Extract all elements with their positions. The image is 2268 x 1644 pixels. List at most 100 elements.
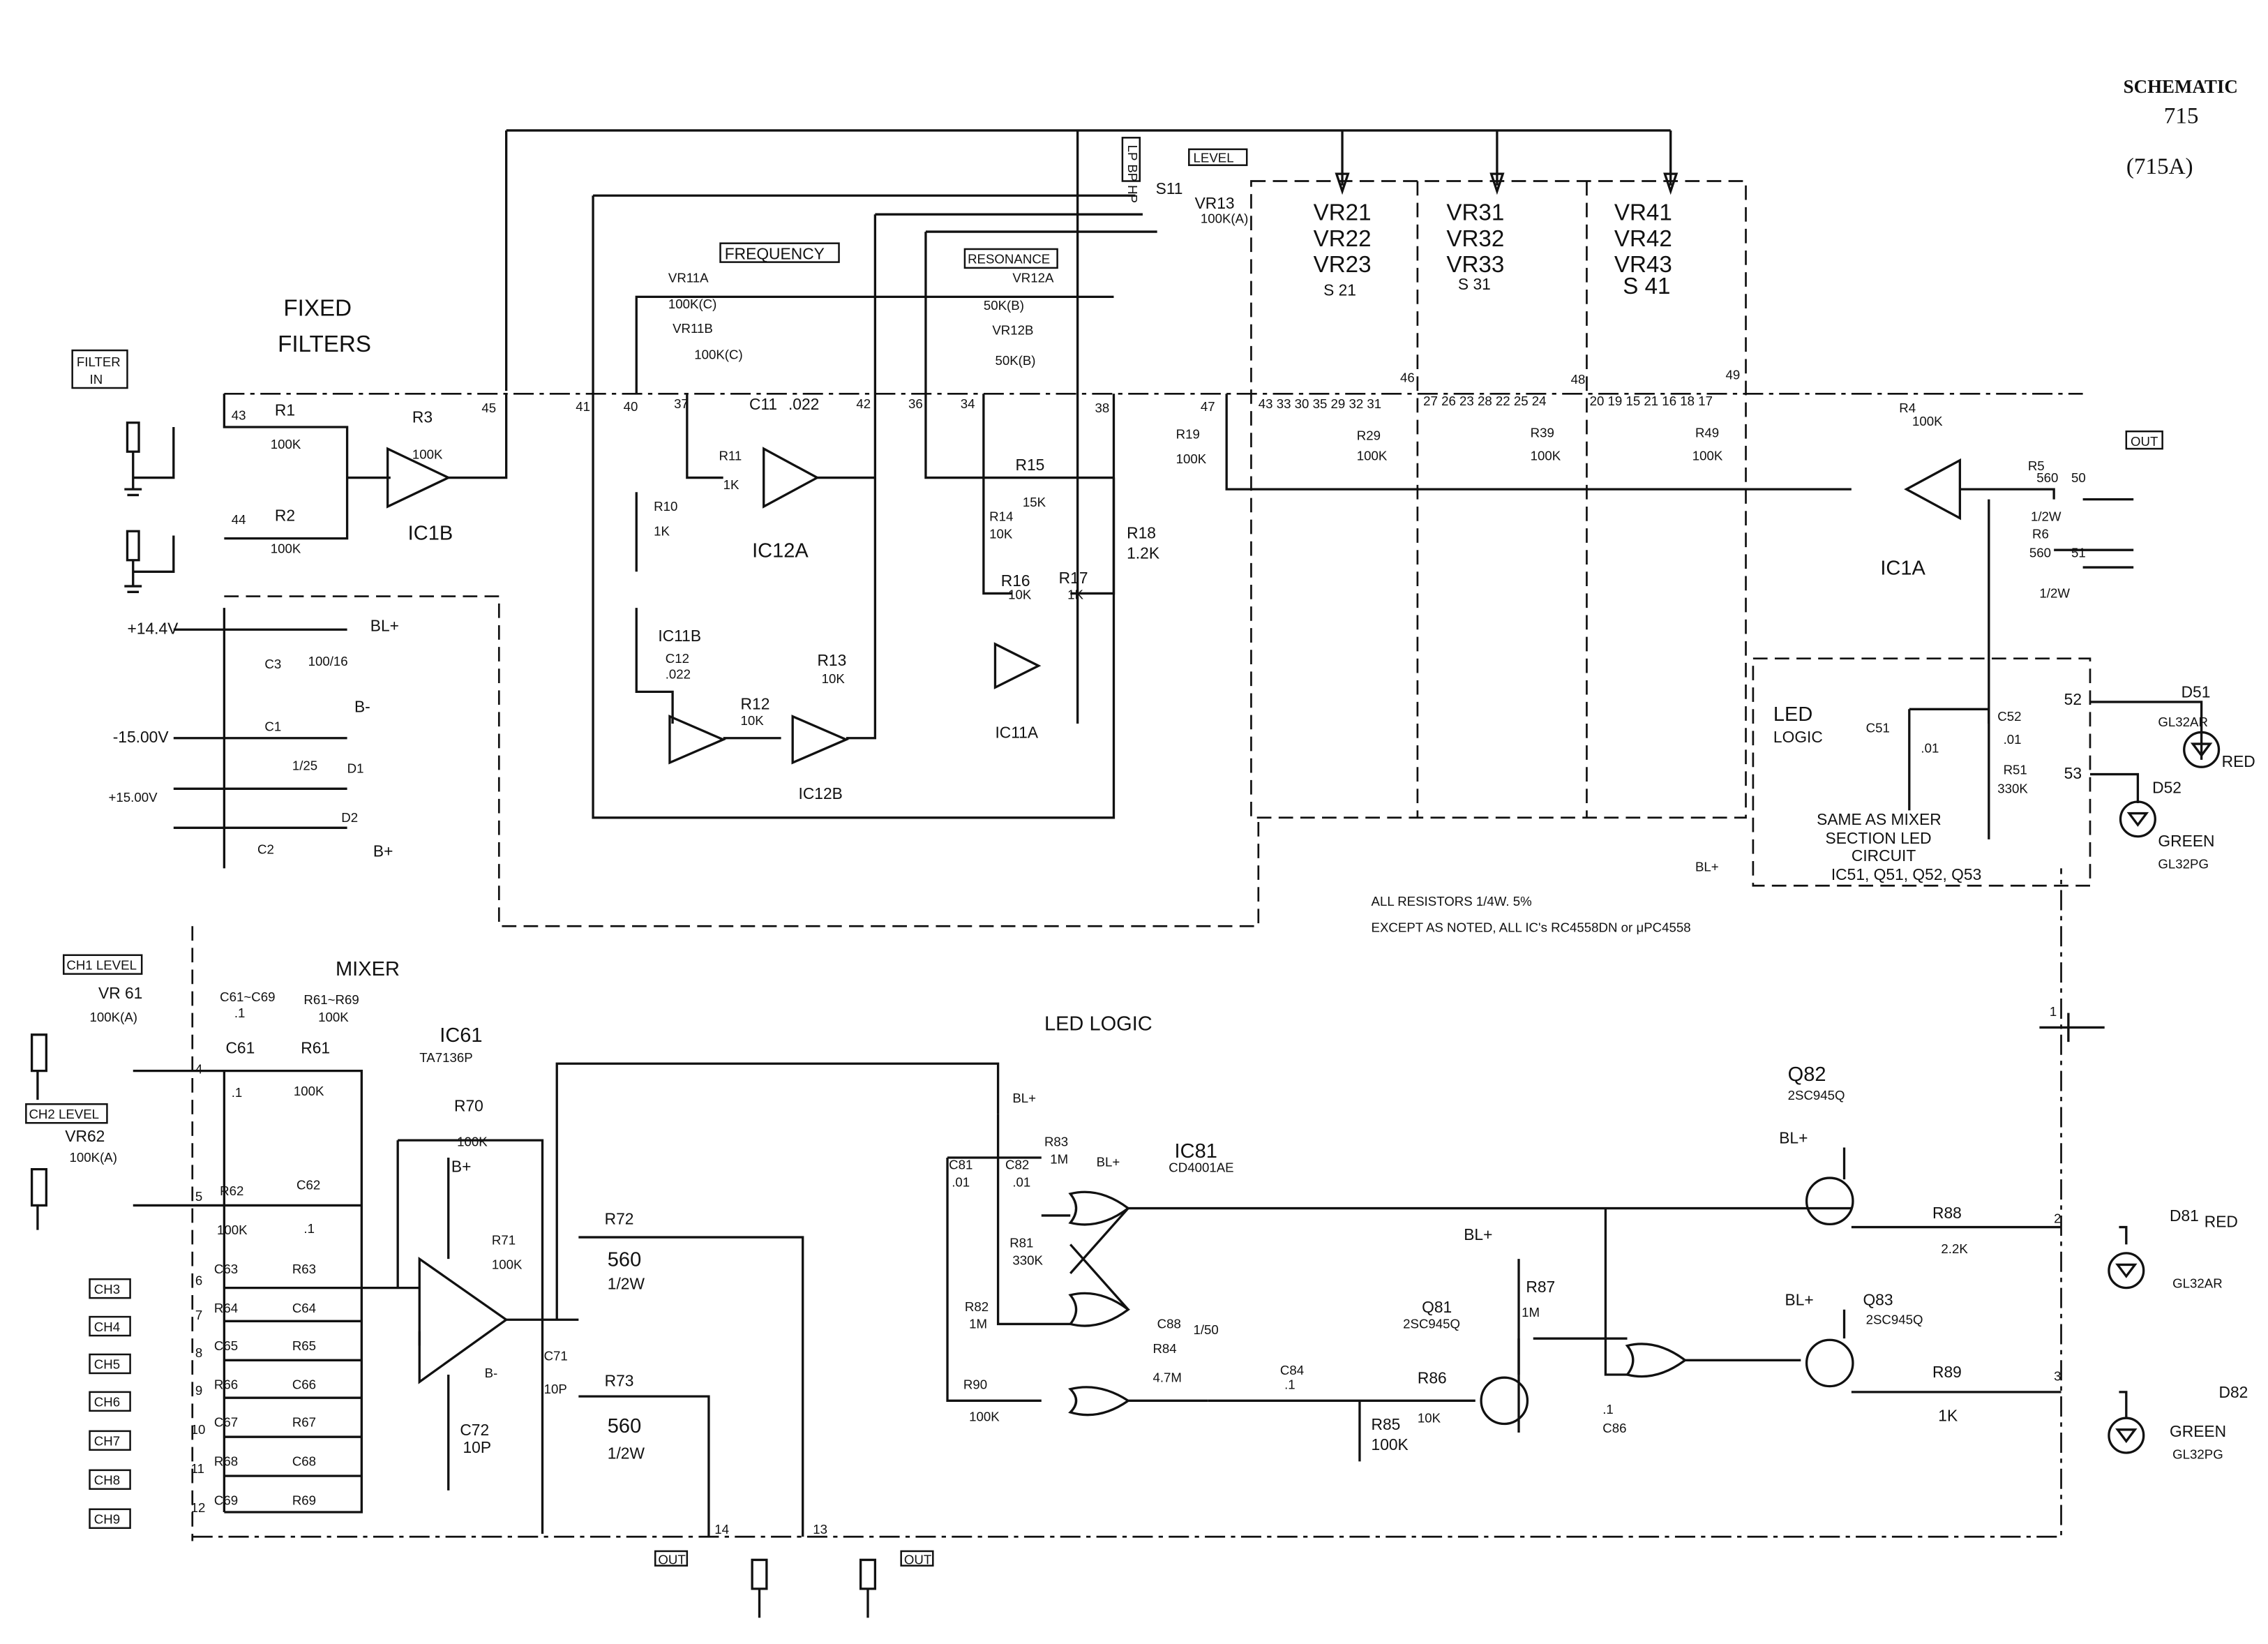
power-supply: +14.4V -15.00V +15.00V BL+ B- B+ C3 100/… xyxy=(109,608,399,869)
r88-value: 2.2K xyxy=(1941,1241,1968,1256)
q82-label: Q82 xyxy=(1788,1063,1826,1086)
r89-label: R89 xyxy=(1932,1363,1962,1381)
node-2: 2 xyxy=(2054,1211,2061,1225)
r29-value: 100K xyxy=(1357,449,1388,463)
q82-part: 2SC945Q xyxy=(1788,1088,1845,1103)
c3-label: C3 xyxy=(264,657,281,671)
d2-label: D2 xyxy=(341,810,358,825)
b-minus-label: B- xyxy=(354,697,370,715)
ic12b-label: IC12B xyxy=(798,784,842,802)
s11-label: S11 xyxy=(1156,179,1183,197)
r10-label: R10 xyxy=(654,499,677,514)
r12-label: R12 xyxy=(741,694,770,712)
lp-bp-hp-box xyxy=(1121,137,1141,182)
r11-label: R11 xyxy=(719,449,742,463)
r71-label: R71 xyxy=(492,1232,516,1247)
r70-value: 100K xyxy=(457,1134,488,1149)
r73-watts: 1/2W xyxy=(608,1444,645,1462)
vr12a-value: 50K(B) xyxy=(984,298,1024,313)
d52-part: GL32PG xyxy=(2158,856,2209,871)
c52-label: C52 xyxy=(1997,709,2021,724)
eq-nodes-2: 27 26 23 28 22 25 24 xyxy=(1423,394,1546,408)
eq-banks: VR21 VR22 VR23 S 21 VR31 VR32 VR33 S 31 … xyxy=(1259,200,1713,411)
filter-in-label-1: FILTER xyxy=(77,354,121,369)
r89-value: 1K xyxy=(1938,1406,1958,1424)
b-plus-ic61: B+ xyxy=(451,1158,472,1176)
bl-plus-q83: BL+ xyxy=(1785,1290,1814,1308)
r15-value: 15K xyxy=(1023,495,1046,509)
c88-label: C88 xyxy=(1157,1317,1181,1331)
r6-label: R6 xyxy=(2032,527,2049,541)
c52-value: .01 xyxy=(2004,732,2022,747)
r19-value: 100K xyxy=(1176,451,1207,466)
led-logic-labels: IC81 CD4001AE BL+ BL+ C81 .01 C82 .01 R8… xyxy=(949,1063,2248,1461)
node-40: 40 xyxy=(624,399,638,414)
r87-label: R87 xyxy=(1526,1278,1555,1296)
d51-part: GL32AR xyxy=(2158,715,2208,729)
r6-watts: 1/2W xyxy=(2039,586,2070,601)
node-7: 7 xyxy=(195,1308,202,1322)
r61-label: R61 xyxy=(301,1039,330,1057)
eq-bank-4-line-1: VR41 xyxy=(1614,200,1672,225)
node-49: 49 xyxy=(1725,368,1740,382)
c12-value: .022 xyxy=(666,667,691,682)
pair-1-a: C63 xyxy=(214,1262,238,1276)
vr11b-value: 100K(C) xyxy=(694,348,742,362)
eq-bank-2-line-1: VR21 xyxy=(1314,200,1372,225)
vr61-value: 100K(A) xyxy=(90,1010,137,1024)
mixer-wiring xyxy=(30,1033,1000,1618)
r85-label: R85 xyxy=(1372,1415,1401,1433)
r83-label: R83 xyxy=(1044,1134,1068,1149)
filter-in-box xyxy=(71,349,128,389)
eq-bank-4-line-3: VR43 xyxy=(1614,252,1672,278)
title-block: SCHEMATIC 715 (715A) xyxy=(2124,76,2238,179)
r39-value: 100K xyxy=(1531,449,1561,463)
node-5: 5 xyxy=(195,1189,202,1204)
node-38: 38 xyxy=(1095,401,1110,415)
vr13-label: VR13 xyxy=(1195,194,1235,212)
eq-bank-3-line-3: VR33 xyxy=(1446,252,1504,278)
b-plus-label: B+ xyxy=(373,842,393,860)
vr61-label: VR 61 xyxy=(98,984,142,1002)
r51-value: 330K xyxy=(1997,782,2028,796)
node-1: 1 xyxy=(2050,1004,2057,1019)
r70-label: R70 xyxy=(454,1097,483,1115)
b-minus-ic61: B- xyxy=(485,1366,498,1380)
ic1a-label: IC1A xyxy=(1880,557,1925,579)
r19-label: R19 xyxy=(1176,427,1200,442)
node-3: 3 xyxy=(2054,1368,2061,1383)
bl-plus-label: BL+ xyxy=(370,616,399,634)
r14-value: 10K xyxy=(989,527,1013,541)
r15-label: R15 xyxy=(1015,456,1044,474)
c82-value: .01 xyxy=(1012,1174,1030,1189)
c1-label: C1 xyxy=(264,719,281,733)
filter-components: R1 100K R2 100K R3 100K IC1B VR11A 100K(… xyxy=(232,179,2086,802)
eq-bank-4-line-2: VR42 xyxy=(1614,226,1672,252)
node-11: 11 xyxy=(191,1461,204,1476)
node-47: 47 xyxy=(1201,399,1215,414)
c81-value: .01 xyxy=(952,1174,970,1189)
r14-label: R14 xyxy=(989,509,1013,524)
node-6: 6 xyxy=(195,1273,202,1287)
ch3-label: CH3 xyxy=(94,1282,120,1296)
ic61-label: IC61 xyxy=(440,1024,482,1047)
c51-value: .01 xyxy=(1921,740,1939,755)
vr12a-label: VR12A xyxy=(1012,271,1054,285)
ch2-level-label: CH2 LEVEL xyxy=(29,1107,99,1121)
eq-bank-3-line-1: VR31 xyxy=(1446,200,1504,225)
pair-4-b: C66 xyxy=(292,1377,316,1392)
c71-label: C71 xyxy=(544,1348,568,1363)
schematic-heading: SCHEMATIC xyxy=(2124,76,2238,97)
filter-in-label-2: IN xyxy=(90,372,103,387)
ic11b-label: IC11B xyxy=(658,627,701,645)
node-51: 51 xyxy=(2071,546,2086,560)
eq-bank-2-line-4: S 21 xyxy=(1323,281,1356,299)
r5-value: 560 xyxy=(2036,470,2058,485)
r5-watts: 1/2W xyxy=(2031,509,2062,524)
r2-label: R2 xyxy=(275,507,295,525)
label-boxes: FILTER IN FREQUENCY RESONANCE LEVEL LP B… xyxy=(71,137,2163,450)
ch5-label: CH5 xyxy=(94,1357,120,1372)
c-range-value: .1 xyxy=(234,1006,246,1020)
c12-label: C12 xyxy=(666,651,689,666)
vr62-label: VR62 xyxy=(65,1127,105,1145)
